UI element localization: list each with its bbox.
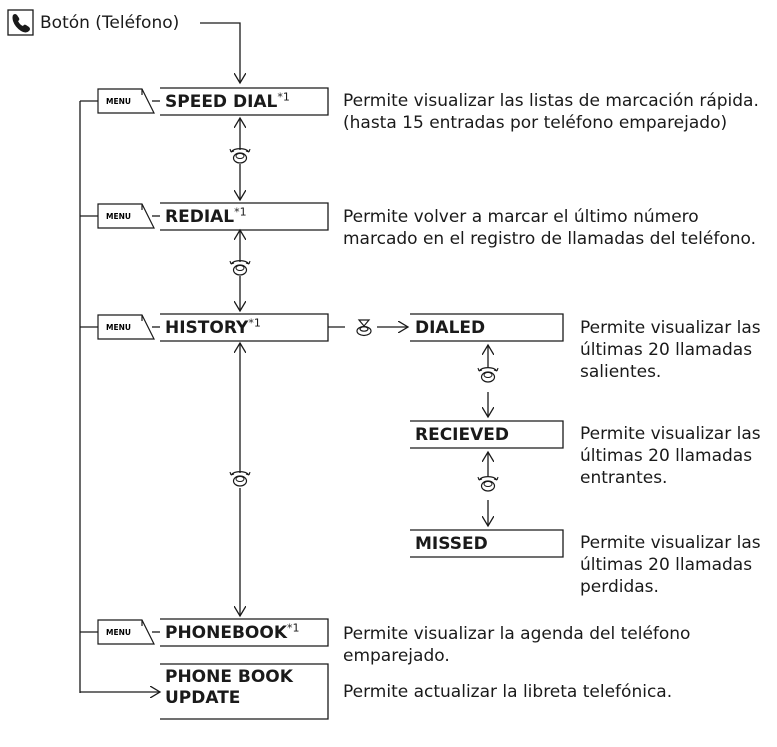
press-knob-icon [356, 319, 372, 337]
header-connector [200, 22, 240, 83]
menu-tag-speed-dial: MENU [80, 88, 160, 114]
item-box-phonebook[interactable] [160, 618, 329, 647]
dialed-description: Permite visualizar las últimas 20 llamad… [580, 318, 761, 382]
history-label: HISTORY*1 [165, 316, 261, 338]
item-box-speed-dial[interactable] [160, 87, 329, 116]
footnote-marker: *1 [287, 621, 300, 635]
item-box-dialed[interactable] [410, 313, 564, 342]
rotate-knob-icon [477, 476, 499, 492]
svg-text:MENU: MENU [106, 628, 131, 637]
phone-book-update-label: PHONE BOOK UPDATE [165, 667, 293, 708]
rotate-knob-icon [229, 148, 251, 164]
svg-text:MENU: MENU [106, 323, 131, 332]
speed-dial-description: Permite visualizar las listas de marcaci… [343, 91, 759, 133]
phone-icon [7, 9, 34, 36]
phone-book-update-description: Permite actualizar la libreta telefónica… [343, 682, 673, 702]
footnote-marker: *1 [277, 90, 290, 104]
svg-text:MENU: MENU [106, 97, 131, 106]
menu-tag-history: MENU [80, 314, 160, 340]
rotate-knob-icon [229, 471, 251, 487]
phonebook-description: Permite visualizar la agenda del teléfon… [343, 624, 691, 666]
footnote-marker: *1 [248, 316, 261, 330]
svg-text:MENU: MENU [106, 212, 131, 221]
redial-label: REDIAL*1 [165, 205, 247, 227]
rotate-knob-icon [477, 367, 499, 383]
redial-description: Permite volver a marcar el último número… [343, 207, 757, 249]
footnote-marker: *1 [234, 205, 247, 219]
received-description: Permite visualizar las últimas 20 llamad… [580, 424, 761, 488]
phonebook-label: PHONEBOOK*1 [165, 621, 300, 643]
missed-description: Permite visualizar las últimas 20 llamad… [580, 533, 761, 597]
received-label: RECIEVED [415, 425, 509, 445]
phone-button-label: Botón (Teléfono) [40, 13, 180, 33]
missed-label: MISSED [415, 534, 488, 554]
item-box-received[interactable] [410, 420, 564, 449]
dialed-label: DIALED [415, 318, 486, 338]
speed-dial-label: SPEED DIAL*1 [165, 90, 290, 112]
menu-tag-redial: MENU [80, 203, 160, 229]
menu-tag-phonebook: MENU [80, 619, 160, 645]
rotate-knob-icon [229, 260, 251, 276]
item-box-redial[interactable] [160, 202, 329, 231]
item-box-missed[interactable] [410, 529, 564, 558]
item-box-phone-book-update[interactable] [160, 663, 329, 720]
